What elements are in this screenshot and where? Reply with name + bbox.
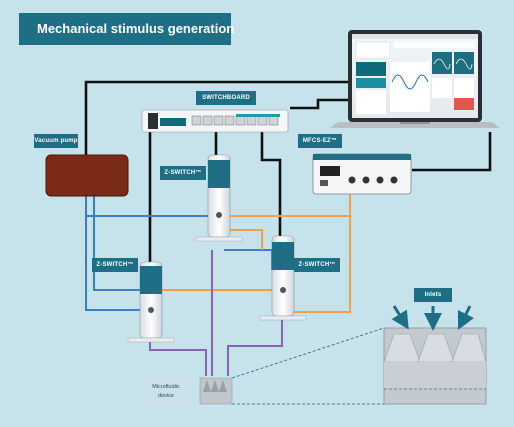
inlet-arrow-icon: [391, 305, 475, 331]
switchboard-icon: [141, 109, 289, 133]
z-switch-valve-icon: [259, 235, 307, 321]
z-switch-valve-icon: [127, 261, 175, 343]
label-microfluidic-device: Microfluidic device: [140, 378, 192, 406]
zoomed-chip-icon: [383, 327, 487, 405]
laptop-icon: [330, 30, 500, 128]
cable-switchboard-zswitch-right: [260, 130, 282, 236]
label-vacuum-pump: Vacuum pump: [34, 134, 78, 148]
diagram-title: Mechanical stimulus generation: [19, 13, 234, 45]
mfcs-controller-icon: [312, 153, 412, 195]
pressure-lines: [162, 190, 351, 313]
control-cables: [84, 80, 492, 262]
outlet-lines: [149, 250, 283, 376]
cable-switchboard-laptop: [290, 98, 350, 110]
microfluidic-chip-icon: [199, 377, 233, 405]
zoom-lines: [231, 327, 385, 405]
label-switchboard: SWITCHBOARD: [196, 91, 256, 105]
cable-laptop-mfcs: [412, 132, 492, 172]
z-switch-valve-icon: [195, 154, 243, 242]
label-inlets: Inlets: [414, 288, 452, 302]
label-zswitch-left: Z-SWITCH™: [92, 258, 138, 272]
label-mfcs: MFCS-EZ™: [298, 134, 342, 148]
cable-pump-laptop: [84, 80, 350, 155]
label-zswitch-right: Z-SWITCH™: [294, 258, 340, 272]
label-zswitch-top: Z-SWITCH™: [160, 166, 206, 180]
vacuum-pump-icon: [45, 154, 129, 197]
